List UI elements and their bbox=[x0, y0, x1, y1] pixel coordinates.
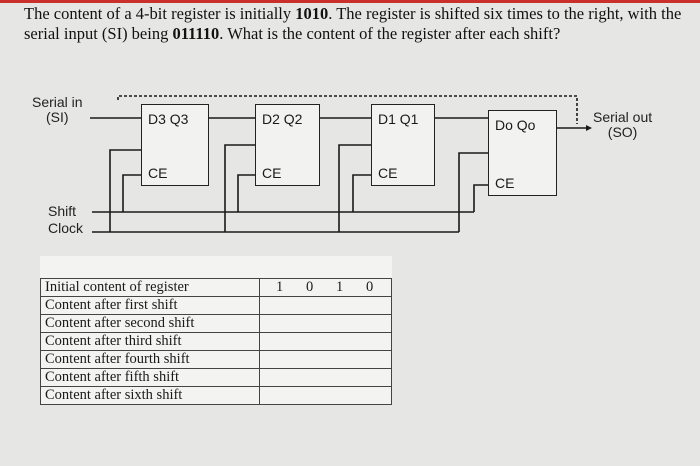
ff0-ce-label: CE bbox=[495, 175, 515, 191]
value-q1: 1 bbox=[336, 279, 344, 295]
row-label: Content after sixth shift bbox=[40, 386, 260, 405]
row-label: Content after fourth shift bbox=[40, 350, 260, 369]
row-values[interactable] bbox=[259, 314, 392, 333]
row-values[interactable] bbox=[259, 386, 392, 405]
ff2-ce-wire bbox=[237, 174, 255, 212]
shift-clock-label: Shift Clock bbox=[48, 203, 84, 236]
row-label: Initial content of register bbox=[40, 278, 260, 297]
value-q0: 0 bbox=[366, 279, 374, 295]
table-row: Initial content of register 1 0 1 0 bbox=[40, 278, 392, 297]
flipflop-0: Do Qo CE bbox=[488, 110, 557, 196]
value-q3: 1 bbox=[276, 279, 284, 295]
dotted-enclosure bbox=[117, 95, 578, 124]
serial-in-label: Serial in (SI) bbox=[32, 94, 83, 125]
question-part-3: . What is the content of the register af… bbox=[219, 24, 561, 43]
row-values[interactable] bbox=[259, 332, 392, 351]
question-part-1: The content of a 4-bit register is initi… bbox=[24, 4, 296, 23]
ff1-ce-wire bbox=[352, 174, 371, 212]
question-part-2: . The register is shifted six times to t… bbox=[24, 4, 682, 43]
top-edge-strip bbox=[0, 0, 700, 3]
row-values: 1 0 1 0 bbox=[259, 278, 392, 297]
row-values[interactable] bbox=[259, 368, 392, 387]
serial-out-label: Serial out (SO) bbox=[593, 109, 653, 140]
ff0-clock-wire bbox=[458, 152, 488, 232]
ff2-label: D2 Q2 bbox=[262, 111, 303, 127]
ff1-ce-label: CE bbox=[378, 165, 398, 181]
table-row: Content after first shift bbox=[40, 296, 392, 315]
question-serial-value: 011110 bbox=[172, 24, 220, 43]
table-row: Content after second shift bbox=[40, 314, 392, 333]
row-values[interactable] bbox=[259, 350, 392, 369]
row-label: Content after fifth shift bbox=[40, 368, 260, 387]
table-row: Content after sixth shift bbox=[40, 386, 392, 405]
register-state-table: Initial content of register 1 0 1 0 Cont… bbox=[40, 256, 392, 405]
value-q2: 0 bbox=[306, 279, 314, 295]
question-text: The content of a 4-bit register is initi… bbox=[24, 4, 684, 44]
question-initial-value: 1010 bbox=[295, 4, 329, 23]
ff3-clock-wire bbox=[109, 149, 141, 232]
table-row: Content after fifth shift bbox=[40, 368, 392, 387]
row-label: Content after second shift bbox=[40, 314, 260, 333]
ff1-clock-wire bbox=[338, 144, 371, 232]
ff0-ce-wire bbox=[473, 184, 488, 212]
flipflop-2: D2 Q2 CE bbox=[255, 104, 320, 186]
row-label: Content after third shift bbox=[40, 332, 260, 351]
so-arrow bbox=[586, 125, 592, 131]
table-row: Content after third shift bbox=[40, 332, 392, 351]
ff0-label: Do Qo bbox=[495, 117, 536, 133]
flipflop-3: D3 Q3 CE bbox=[141, 104, 209, 186]
flipflop-1: D1 Q1 CE bbox=[371, 104, 435, 186]
row-values[interactable] bbox=[259, 296, 392, 315]
ff3-ce-wire bbox=[122, 174, 141, 212]
ff2-ce-label: CE bbox=[262, 165, 282, 181]
row-label: Content after first shift bbox=[40, 296, 260, 315]
ff3-label: D3 Q3 bbox=[148, 111, 189, 127]
ff3-ce-label: CE bbox=[148, 165, 168, 181]
ff1-label: D1 Q1 bbox=[378, 111, 419, 127]
ff2-clock-wire bbox=[224, 144, 255, 232]
table-row: Content after fourth shift bbox=[40, 350, 392, 369]
